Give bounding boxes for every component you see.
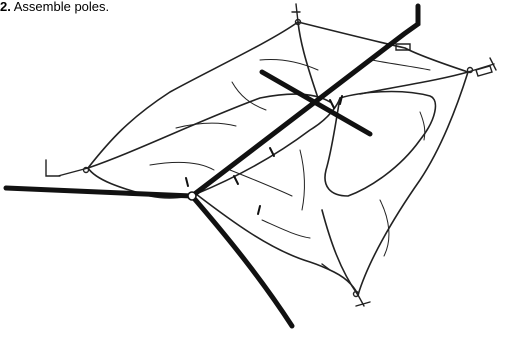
stake-bottom [356, 295, 370, 306]
corner-stakes [46, 4, 496, 306]
pole-lower-arm [192, 196, 292, 326]
pole-cross [262, 72, 370, 134]
pole-clips [186, 96, 342, 214]
stake-left [46, 160, 88, 176]
pole-main [192, 6, 418, 196]
tent-canopy [88, 22, 468, 295]
tab-right [476, 66, 492, 76]
pole-left-arm [6, 188, 192, 196]
pole-hub [188, 192, 196, 200]
tent-poles [6, 6, 418, 326]
